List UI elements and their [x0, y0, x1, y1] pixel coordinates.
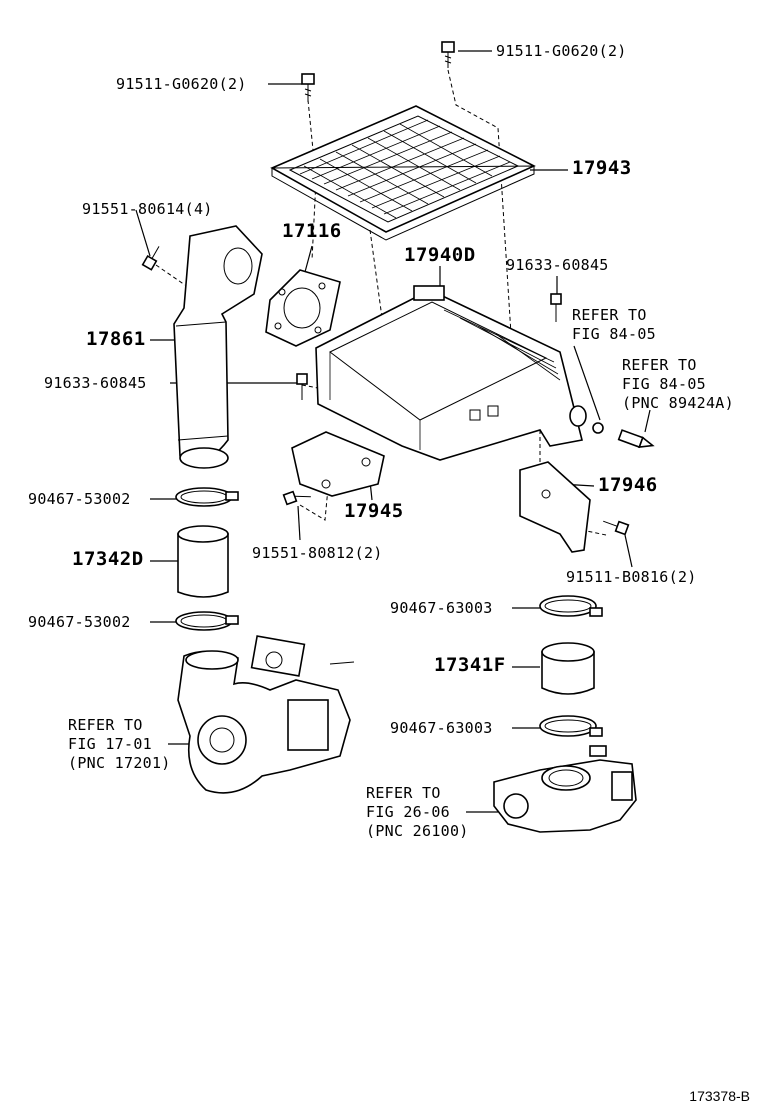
hose-left-part: [177, 525, 229, 598]
callout-intercooler: 17940D: [404, 244, 476, 266]
callout-air-filter: 17943: [572, 157, 632, 179]
figure-code: 173378-B: [689, 1088, 750, 1104]
clamp-2-part: [175, 611, 239, 631]
callout-bolt-bracket: 91551-80812(2): [252, 544, 383, 562]
gasket-part: [265, 269, 341, 347]
hose-right-part: [541, 642, 595, 695]
air-filter-part: [270, 105, 536, 241]
reference-fig-84-05-a: REFER TO FIG 84-05: [572, 306, 656, 343]
callout-bolt-top-left: 91511-G0620(2): [116, 75, 247, 93]
callout-bolt-mid: 91633-60845: [44, 374, 147, 392]
callout-bolt-right: 91633-60845: [506, 256, 609, 274]
clamp-4-part: [539, 715, 603, 737]
callout-gasket: 17116: [282, 220, 342, 242]
reference-fig-26-06: REFER TO FIG 26-06 (PNC 26100): [366, 784, 469, 840]
callout-bracket-right: 17946: [598, 474, 658, 496]
reference-fig-17-01: REFER TO FIG 17-01 (PNC 17201): [68, 716, 171, 772]
intercooler-part: [315, 285, 655, 461]
turbocharger-part: [177, 635, 355, 794]
throttle-body-part: [493, 745, 637, 833]
callout-bracket-left: 17945: [344, 500, 404, 522]
callout-clamp-2: 90467-53002: [28, 613, 131, 631]
callout-clamp-1: 90467-53002: [28, 490, 131, 508]
callout-hose-left: 17342D: [72, 548, 144, 570]
clamp-1-part: [175, 487, 239, 507]
callout-pipe: 17861: [86, 328, 146, 350]
callout-bolt-top-right: 91511-G0620(2): [496, 42, 627, 60]
bracket-right-part: [519, 461, 591, 553]
bracket-left-part: [291, 431, 385, 497]
reference-fig-84-05-b: REFER TO FIG 84-05 (PNC 89424A): [622, 356, 734, 412]
clamp-3-part: [539, 595, 603, 617]
callout-bolt-left-pipe: 91551-80614(4): [82, 200, 213, 218]
bolt-icons: [141, 41, 630, 536]
callout-bolt-bracket-right: 91511-B0816(2): [566, 568, 697, 586]
callout-clamp-4: 90467-63003: [390, 719, 493, 737]
pipe-part: [173, 225, 263, 469]
callout-hose-right: 17341F: [434, 654, 506, 676]
callout-clamp-3: 90467-63003: [390, 599, 493, 617]
